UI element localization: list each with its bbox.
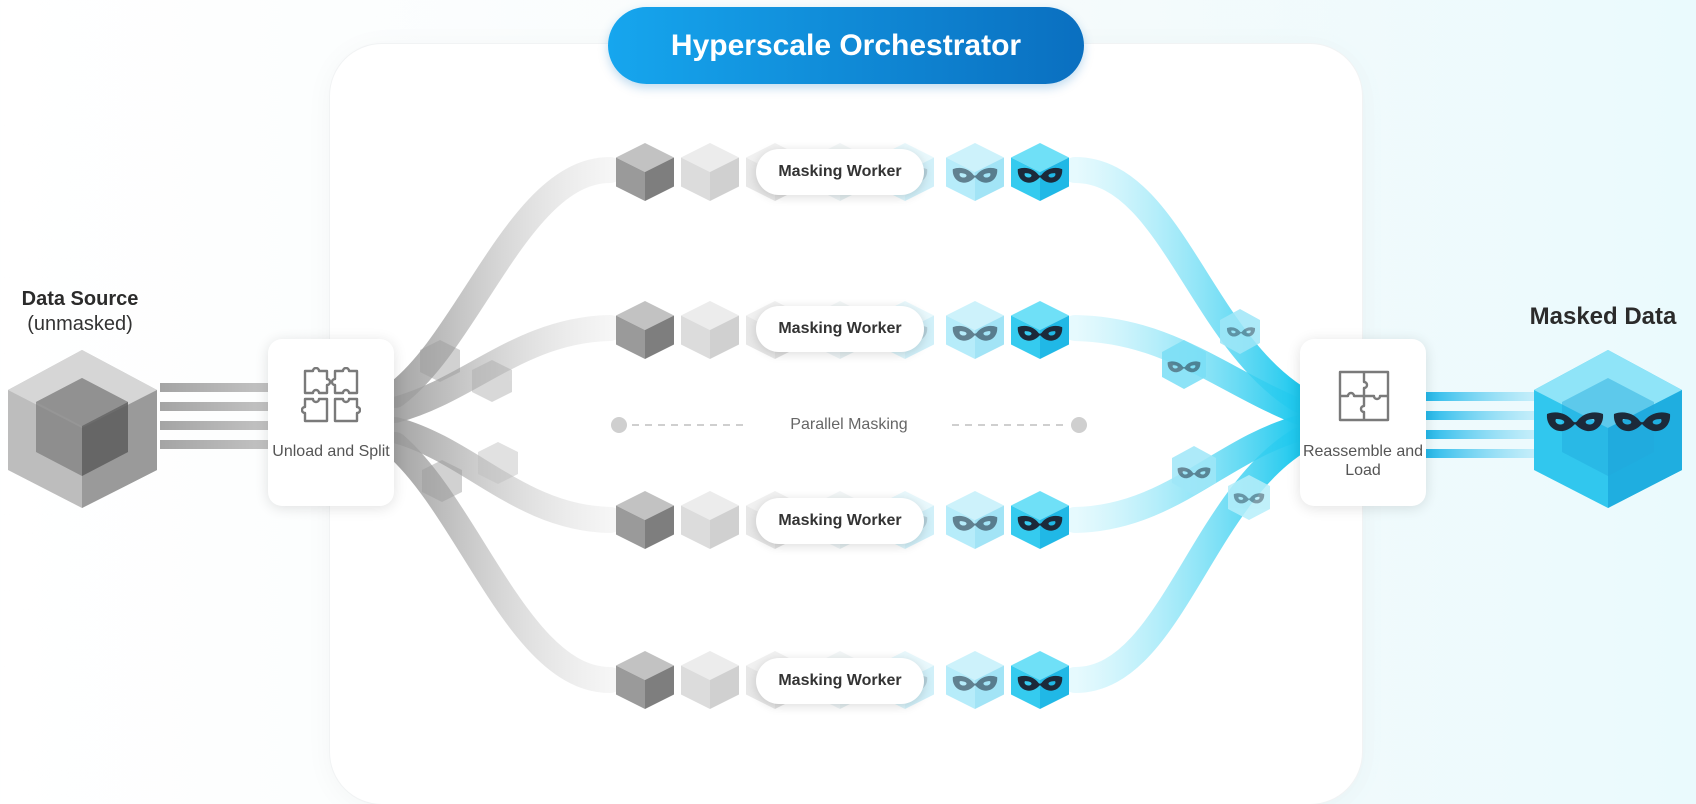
parallel-masking-label: Parallel Masking [790,416,908,433]
orchestrator-title: Hyperscale Orchestrator [608,7,1084,84]
masked-block [1011,651,1069,709]
masking-worker-1: Masking Worker [756,149,924,195]
data-block [681,143,739,201]
data-block [616,491,674,549]
data-block [681,491,739,549]
masking-worker-3: Masking Worker [756,498,924,544]
parallel-masking-line [611,417,1087,433]
data-block [616,301,674,359]
data-block [616,651,674,709]
data-source-title: Data Source [21,288,139,310]
data-source-subtitle: (unmasked) [27,313,133,335]
masked-block [1011,143,1069,201]
puzzle-assembled-icon [1338,370,1390,422]
masked-chunks [1162,309,1270,520]
reassemble-load-label: Reassemble and Load [1302,443,1424,479]
data-block [616,143,674,201]
data-block [681,651,739,709]
source-input-streams [160,383,270,449]
data-source-cube [8,350,157,508]
split-fan-out [382,157,623,693]
reassemble-load-box: Reassemble and Load [1300,339,1426,506]
unload-split-label: Unload and Split [272,443,390,460]
masked-block [1011,301,1069,359]
unload-split-box: Unload and Split [268,339,394,506]
masked-block [1011,491,1069,549]
masked-block [946,143,1004,201]
puzzle-pieces-icon [301,367,361,423]
masked-data-title: Masked Data [1529,303,1677,330]
output-streams [1425,392,1545,458]
data-block [681,301,739,359]
masking-worker-2: Masking Worker [756,306,924,352]
masked-block [946,301,1004,359]
split-chunks [420,340,518,502]
reassemble-fan-in [1062,157,1313,693]
masked-block [946,651,1004,709]
masked-block [946,491,1004,549]
masking-worker-4: Masking Worker [756,658,924,704]
